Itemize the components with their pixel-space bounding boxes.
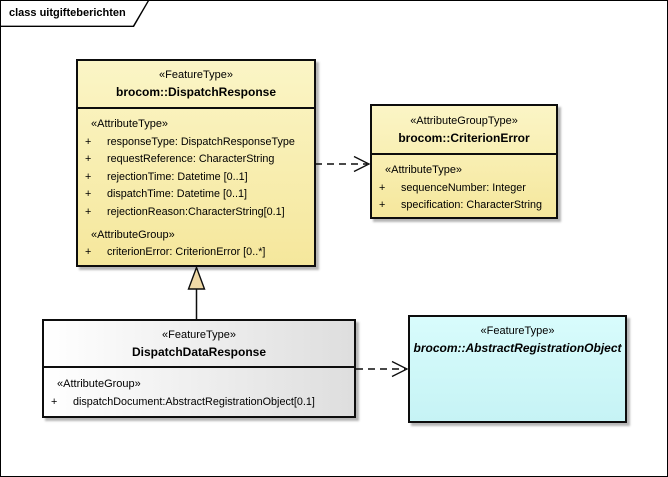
open-arrowhead-icon [353, 155, 371, 173]
attribute-row: + specification: CharacterString [372, 197, 556, 215]
frame-title: class uitgifteberichten [9, 6, 126, 19]
visibility-symbol: + [85, 170, 92, 183]
attribute-text: responseType: DispatchResponseType [107, 135, 295, 148]
attribute-row: + dispatchDocument:AbstractRegistrationO… [44, 393, 354, 411]
class-box-dispatch-response[interactable]: «FeatureType» brocom::DispatchResponse «… [76, 59, 316, 267]
class-box-criterion-error[interactable]: «AttributeGroupType» brocom::CriterionEr… [370, 104, 558, 219]
attribute-row: + criterionError: CriterionError [0..*] [78, 244, 314, 262]
stereotype-label: «AttributeGroupType» [410, 114, 518, 127]
class-body: «AttributeType» + sequenceNumber: Intege… [372, 155, 556, 214]
class-header: «FeatureType» DispatchDataResponse [44, 321, 354, 368]
visibility-symbol: + [85, 246, 92, 259]
visibility-symbol: + [85, 188, 92, 201]
attribute-text: dispatchTime: Datetime [0..1] [107, 188, 248, 201]
attribute-text: dispatchDocument:AbstractRegistrationObj… [73, 395, 315, 408]
class-name: brocom::DispatchResponse [115, 85, 277, 99]
attribute-row: + rejectionReason:CharacterString[0.1] [78, 203, 314, 221]
visibility-symbol: + [85, 205, 92, 218]
dependency-arrow-criterion-error[interactable] [315, 155, 371, 173]
class-body: «AttributeType» + responseType: Dispatch… [78, 109, 314, 261]
open-arrowhead-icon [391, 360, 409, 378]
class-name: brocom::CriterionError [398, 130, 530, 145]
attribute-text: criterionError: CriterionError [0..*] [107, 246, 266, 259]
attribute-row: + requestReference: CharacterString [78, 151, 314, 169]
section-label: «AttributeGroup» [91, 228, 175, 241]
attribute-text: rejectionTime: Datetime [0..1] [107, 170, 248, 183]
class-header: «FeatureType» brocom::DispatchResponse [78, 61, 314, 109]
generalization-triangle-icon [187, 265, 206, 290]
class-header: «FeatureType» brocom::AbstractRegistrati… [410, 317, 625, 367]
attribute-row: + responseType: DispatchResponseType [78, 133, 314, 151]
visibility-symbol: + [85, 135, 92, 148]
section-label: «AttributeGroup» [57, 378, 141, 390]
class-box-dispatch-data-response[interactable]: «FeatureType» DispatchDataResponse «Attr… [42, 319, 356, 418]
section-label: «AttributeType» [91, 118, 169, 130]
attribute-text: requestReference: CharacterString [107, 153, 275, 166]
attribute-row: + rejectionTime: Datetime [0..1] [78, 168, 314, 186]
attribute-text: rejectionReason:CharacterString[0.1] [107, 205, 285, 218]
stereotype-label: «FeatureType» [159, 69, 233, 81]
class-header: «AttributeGroupType» brocom::CriterionEr… [372, 106, 556, 155]
stereotype-label: «FeatureType» [480, 325, 555, 337]
frame-tab-face: class uitgifteberichten [1, 1, 148, 26]
stereotype-label: «FeatureType» [162, 328, 236, 341]
frame-tab: class uitgifteberichten [1, 1, 149, 27]
visibility-symbol: + [85, 153, 92, 166]
dependency-arrow-abstract-registration-object[interactable] [356, 360, 409, 378]
visibility-symbol: + [51, 395, 58, 408]
attribute-text: sequenceNumber: Integer [401, 181, 526, 194]
class-body: «AttributeGroup» + dispatchDocument:Abst… [44, 368, 354, 411]
visibility-symbol: + [379, 199, 386, 212]
visibility-symbol: + [379, 181, 386, 194]
class-box-abstract-registration-object[interactable]: «FeatureType» brocom::AbstractRegistrati… [408, 315, 627, 423]
class-name: DispatchDataResponse [131, 344, 267, 359]
attribute-row: + dispatchTime: Datetime [0..1] [78, 186, 314, 204]
generalization-arrow[interactable] [187, 265, 206, 320]
class-name: brocom::AbstractRegistrationObject [413, 341, 622, 355]
attribute-text: specification: CharacterString [401, 199, 543, 212]
section-label: «AttributeType» [385, 164, 463, 176]
attribute-row: + sequenceNumber: Integer [372, 179, 556, 197]
